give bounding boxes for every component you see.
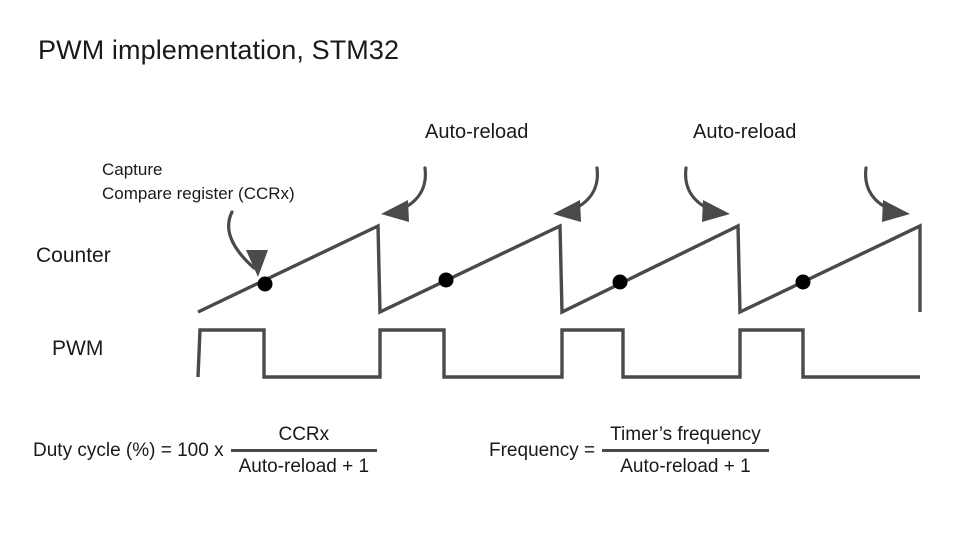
- annotation-arrows: [227, 166, 910, 277]
- auto-reload-arrow-4-head: [882, 200, 910, 222]
- formula-frequency-fraction-bar: [602, 449, 769, 452]
- pwm-square-waveform: [196, 328, 920, 379]
- counter-sawtooth-waveform: [197, 223, 922, 315]
- formula-frequency: Frequency = Timer’s frequency Auto-reloa…: [489, 424, 769, 478]
- formula-duty-numerator: CCRx: [278, 424, 330, 445]
- formula-duty-denominator: Auto-reload + 1: [238, 456, 370, 477]
- formula-frequency-lead: Frequency =: [489, 440, 596, 461]
- auto-reload-arrow-2-head: [553, 200, 581, 222]
- ccrx-marker-dots: [257, 272, 811, 292]
- ccrx-pointer-arrow-curve: [227, 210, 256, 270]
- counter-trace: [197, 223, 922, 315]
- formula-duty-fraction: CCRx Auto-reload + 1: [230, 424, 378, 478]
- pwm-trace: [196, 328, 920, 379]
- axis-label-counter: Counter: [36, 244, 111, 267]
- axis-label-pwm: PWM: [52, 337, 104, 360]
- ccrx-pointer-arrow-head: [246, 250, 268, 277]
- page-title: PWM implementation, STM32: [38, 35, 400, 65]
- formula-frequency-numerator: Timer’s frequency: [610, 424, 761, 445]
- annotation-ccrx-line1: Capture: [102, 160, 163, 179]
- formula-duty-fraction-bar: [230, 449, 378, 452]
- ccrx-marker-dot: [257, 276, 273, 292]
- ccrx-marker-dot: [795, 274, 811, 290]
- formula-duty-cycle: Duty cycle (%) = 100 x CCRx Auto-reload …: [33, 424, 378, 478]
- formula-duty-lead: Duty cycle (%) = 100 x: [33, 440, 224, 461]
- auto-reload-arrow-1-head: [381, 200, 409, 222]
- ccrx-marker-dot: [438, 272, 454, 288]
- annotation-ccrx-line2: Compare register (CCRx): [102, 184, 295, 204]
- auto-reload-arrow-3-head: [702, 200, 730, 222]
- formula-frequency-denominator: Auto-reload + 1: [620, 456, 751, 477]
- formula-frequency-fraction: Timer’s frequency Auto-reload + 1: [602, 424, 769, 478]
- annotation-auto-reload-2: Auto-reload: [693, 121, 797, 143]
- annotation-auto-reload-1: Auto-reload: [425, 121, 529, 143]
- ccrx-marker-dot: [612, 274, 628, 290]
